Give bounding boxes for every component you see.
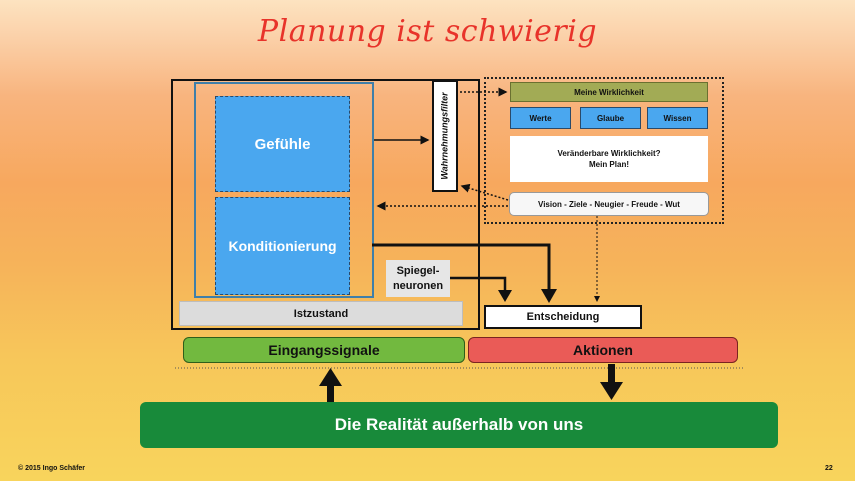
veraenderbar-line2: Mein Plan! bbox=[588, 160, 629, 169]
wahrnehmungsfilter-label: Wahrnehmungsfilter bbox=[440, 92, 450, 180]
wissen-box: Wissen bbox=[647, 107, 708, 129]
gefuehle-box: Gefühle bbox=[215, 96, 350, 192]
arrow-up-shaft bbox=[327, 384, 334, 402]
arrowhead-down bbox=[600, 382, 623, 400]
aktionen-box: Aktionen bbox=[468, 337, 738, 363]
arrowhead-spiegel-entscheidung bbox=[498, 290, 512, 302]
meine-wirklichkeit-box: Meine Wirklichkeit bbox=[510, 82, 708, 102]
spiegelneuronen-box: Spiegel- neuronen bbox=[386, 260, 450, 297]
copyright: © 2015 Ingo Schäfer bbox=[18, 465, 86, 472]
realitaet-box: Die Realität außerhalb von uns bbox=[140, 402, 778, 448]
wirklichkeit-frame bbox=[484, 77, 724, 224]
page-number: 22 bbox=[825, 465, 833, 472]
page-title: Planung ist schwierig bbox=[257, 14, 598, 49]
entscheidung-box: Entscheidung bbox=[484, 305, 642, 329]
wahrnehmungsfilter-box: Wahrnehmungsfilter bbox=[432, 80, 458, 192]
arrow-down-shaft bbox=[608, 364, 615, 384]
werte-box: Werte bbox=[510, 107, 571, 129]
self-frame bbox=[171, 79, 480, 330]
glaube-box: Glaube bbox=[580, 107, 641, 129]
veraenderbar-line1: Veränderbare Wirklichkeit? bbox=[557, 148, 661, 158]
veraenderbare-wirklichkeit-box: Veränderbare Wirklichkeit? Mein Plan! bbox=[510, 136, 708, 182]
spiegel-line1: Spiegel- bbox=[396, 265, 440, 278]
konditionierung-box: Konditionierung bbox=[215, 197, 350, 295]
eingangssignale-box: Eingangssignale bbox=[183, 337, 465, 363]
istzustand-box: Istzustand bbox=[179, 301, 463, 326]
spiegel-line2: neuronen bbox=[392, 279, 444, 292]
arrowhead-up bbox=[319, 368, 342, 386]
inner-frame bbox=[194, 82, 374, 298]
arrowhead-konditionierung-entscheidung bbox=[541, 289, 557, 303]
vision-box: Vision - Ziele - Neugier - Freude - Wut bbox=[509, 192, 709, 216]
